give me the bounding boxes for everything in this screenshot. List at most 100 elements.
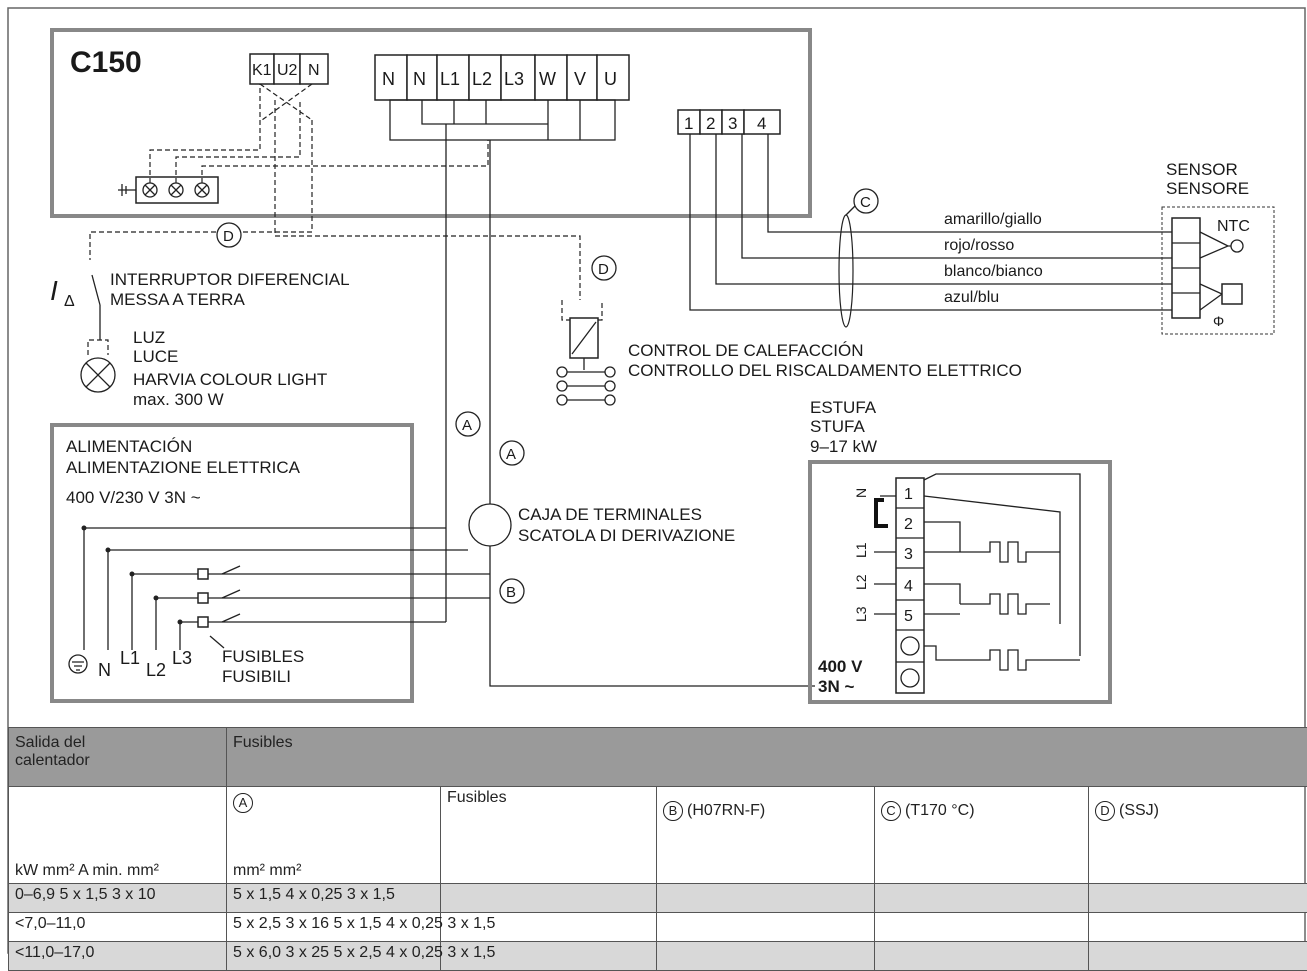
wire-label-white: blanco/bianco	[944, 263, 1043, 280]
light-label-es: LUZ	[133, 328, 165, 347]
svg-text:A: A	[506, 446, 516, 463]
heater-label-it: STUFA	[810, 417, 865, 436]
svg-text:C: C	[860, 194, 871, 211]
supply-label-es: ALIMENTACIÓN	[66, 437, 192, 456]
terminal-u-label: U	[604, 69, 617, 89]
rcd-label-es: INTERRUPTOR DIFERENCIAL	[110, 270, 350, 289]
wire-label-blue: azul/blu	[944, 289, 999, 306]
supply-bus-l3: L3	[172, 648, 192, 668]
earth-terminals	[118, 177, 218, 203]
marker-a-1: A	[456, 412, 480, 436]
sensor-terminal-1-label: 1	[684, 114, 693, 133]
rcd-symbol-delta: Δ	[64, 293, 75, 310]
sub-d: D(SSJ)	[1089, 787, 1307, 884]
terminal-l1-label: L1	[440, 69, 460, 89]
row-2-cables: 5 x 2,5 3 x 16 5 x 1,5 4 x 0,25 3 x 1,5	[227, 913, 441, 942]
table-row: 0–6,9 5 x 1,5 3 x 10 5 x 1,5 4 x 0,25 3 …	[9, 884, 1307, 913]
controller-title: C150	[70, 46, 142, 79]
marker-a-2: A	[500, 441, 524, 465]
sensor-title-es: SENSOR	[1166, 160, 1238, 179]
heater-phases: 3N ~	[818, 677, 854, 696]
marker-b: B	[500, 579, 524, 603]
supply-bus	[82, 526, 491, 651]
supply-bus-n: N	[98, 660, 111, 680]
junction-box-icon	[469, 504, 511, 546]
sensor-terminal-3-label: 3	[728, 114, 737, 133]
cable-spec-table: Salida del calentador Fusibles kW mm² A …	[8, 727, 1307, 971]
heater-power: 9–17 kW	[810, 437, 877, 456]
wire-label-yellow: amarillo/giallo	[944, 211, 1042, 228]
heater-terminal-4: 4	[904, 578, 913, 595]
heating-control-label-it: CONTROLLO DEL RISCALDAMENTO ELETTRICO	[628, 361, 1022, 380]
supply-label-it: ALIMENTAZIONE ELETTRICA	[66, 458, 301, 477]
svg-text:D: D	[223, 228, 234, 245]
sensor-symbol: NTC Φ	[1162, 207, 1274, 334]
row-3-output: <11,0–17,0	[9, 942, 227, 971]
terminal-k1-label: K1	[252, 62, 272, 79]
marker-c: C	[854, 189, 878, 213]
heating-relay-symbol	[557, 300, 615, 405]
heater-phase-n: N	[853, 488, 869, 498]
heater-label-es: ESTUFA	[810, 398, 877, 417]
fuses-label-it: FUSIBILI	[222, 667, 291, 686]
sub-b: B(H07RN-F)	[657, 787, 875, 884]
heater-phase-l1: L1	[853, 542, 869, 558]
light-label-it: LUCE	[133, 347, 178, 366]
phi-label: Φ	[1213, 313, 1224, 329]
heater-phase-l2: L2	[853, 574, 869, 590]
terminal-n-label: N	[308, 62, 320, 79]
supply-voltage: 400 V/230 V 3N ~	[66, 488, 201, 507]
rcd-label-it: MESSA A TERRA	[110, 290, 245, 309]
wire-label-red: rojo/rosso	[944, 237, 1014, 254]
terminal-n1-label: N	[382, 69, 395, 89]
svg-text:D: D	[598, 261, 609, 278]
svg-text:B: B	[506, 584, 516, 601]
header-heater-output: Salida del calentador	[9, 728, 227, 787]
supply-bus-l2: L2	[146, 660, 166, 680]
junction-label-es: CAJA DE TERMINALES	[518, 505, 702, 524]
junction-label-it: SCATOLA DI DERIVAZIONE	[518, 526, 735, 545]
heater-terminal-1: 1	[904, 486, 913, 503]
ntc-label: NTC	[1217, 218, 1250, 235]
fuses-label-es: FUSIBLES	[222, 647, 304, 666]
terminal-block-main: N N L1 L2 L3 W V U	[375, 55, 629, 140]
light-symbol	[81, 340, 115, 392]
sub-fuses: Fusibles	[441, 787, 657, 884]
sensor-terminal-2-label: 2	[706, 114, 715, 133]
light-label-product: HARVIA COLOUR LIGHT	[133, 370, 327, 389]
terminal-n2-label: N	[413, 69, 426, 89]
sensor-terminal-block: 1 2 3 4	[678, 110, 1172, 327]
terminal-block-k1-u2-n: K1 U2 N	[250, 54, 328, 84]
sensor-title-it: SENSORE	[1166, 179, 1249, 198]
heating-control-label-es: CONTROL DE CALEFACCIÓN	[628, 341, 864, 360]
svg-text:A: A	[462, 417, 472, 434]
table-row: <7,0–11,0 5 x 2,5 3 x 16 5 x 1,5 4 x 0,2…	[9, 913, 1307, 942]
terminal-v-label: V	[574, 69, 586, 89]
row-1-output: 0–6,9 5 x 1,5 3 x 10	[9, 884, 227, 913]
rcd-symbol: I	[50, 275, 58, 306]
header-fuses: Fusibles	[227, 728, 1307, 787]
heater-voltage: 400 V	[818, 657, 863, 676]
row-2-output: <7,0–11,0	[9, 913, 227, 942]
table-row: <11,0–17,0 5 x 6,0 3 x 25 5 x 2,5 4 x 0,…	[9, 942, 1307, 971]
marker-d-2: D	[592, 256, 616, 280]
units-left: kW mm² A min. mm²	[9, 787, 227, 884]
terminal-l3-label: L3	[504, 69, 524, 89]
table-header-row: Salida del calentador Fusibles	[9, 728, 1307, 787]
terminal-w-label: W	[539, 69, 556, 89]
sub-c: C(T170 °C)	[875, 787, 1089, 884]
heater-terminal-2: 2	[904, 516, 913, 533]
heater-terminal-5: 5	[904, 608, 913, 625]
sensor-terminal-4-label: 4	[757, 114, 766, 133]
heater-phase-l3: L3	[853, 606, 869, 622]
row-3-cables: 5 x 6,0 3 x 25 5 x 2,5 4 x 0,25 3 x 1,5	[227, 942, 441, 971]
light-label-max: max. 300 W	[133, 390, 224, 409]
terminal-u2-label: U2	[277, 62, 298, 79]
row-1-cables: 5 x 1,5 4 x 0,25 3 x 1,5	[227, 884, 441, 913]
heater-terminal-3: 3	[904, 546, 913, 563]
terminal-l2-label: L2	[472, 69, 492, 89]
supply-bus-l1: L1	[120, 648, 140, 668]
marker-d-1: D	[217, 223, 241, 247]
